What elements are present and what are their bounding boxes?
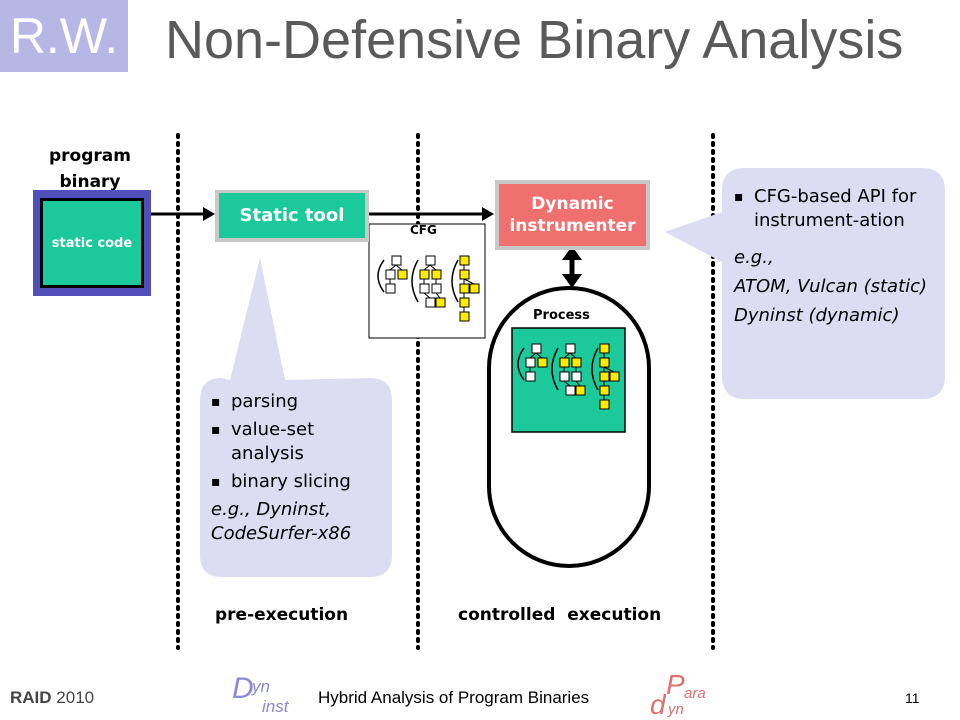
- cfg-loop-edge: [517, 347, 525, 381]
- cfg-label: CFG: [410, 223, 437, 237]
- cfg-node: [531, 343, 542, 354]
- dynamic-bubble-text: CFG-based API for instrument-ation e.g.,…: [734, 185, 934, 330]
- cfg-loop-edge: [377, 259, 385, 293]
- bubble-item-value-set: value-set analysis: [211, 418, 389, 466]
- arrow-tool-to-instrumenter-head: [482, 207, 494, 221]
- cfg-node: [385, 283, 396, 294]
- cfg-edge: [389, 264, 397, 271]
- cfg-edge: [563, 352, 571, 359]
- static-bubble-example: e.g., Dyninst, CodeSurfer-x86: [211, 499, 352, 544]
- arrow-up-head: [562, 246, 582, 260]
- bubble-item-cfg-api: CFG-based API for instrument-ation: [734, 185, 934, 233]
- svg-text:ara: ara: [684, 685, 706, 702]
- cfg-edge: [535, 352, 543, 359]
- cfg-node: [565, 343, 576, 354]
- cfg-node: [419, 269, 430, 280]
- rw-badge: R.W.: [0, 0, 128, 72]
- cfg-node: [431, 283, 442, 294]
- svg-text:yn: yn: [667, 701, 684, 718]
- footer-conference: RAID 2010: [10, 688, 95, 707]
- cfg-node: [419, 283, 430, 294]
- svg-text:yn: yn: [251, 677, 270, 696]
- arrow-down-head: [562, 274, 582, 288]
- cfg-edge: [435, 292, 441, 299]
- cfg-node: [571, 371, 582, 382]
- cfg-node: [391, 255, 402, 266]
- cfg-edge: [569, 352, 577, 359]
- dyninst-logo-icon: D yn inst: [232, 672, 290, 716]
- static-tool-box: Static tool: [219, 193, 365, 238]
- cfg-node: [459, 283, 470, 294]
- static-bubble-text: parsing value-set analysis binary slicin…: [211, 390, 389, 546]
- cfg-node: [599, 385, 610, 396]
- cfg-node: [599, 371, 610, 382]
- phase-pre-execution: pre-execution: [215, 605, 349, 625]
- cfg-node: [525, 357, 536, 368]
- cfg-node: [599, 399, 610, 410]
- svg-text:inst: inst: [262, 697, 290, 716]
- cfg-node: [431, 269, 442, 280]
- cfg-loop-edge: [551, 347, 559, 391]
- cfg-node: [385, 269, 396, 280]
- cfg-edge: [575, 380, 581, 387]
- dynamic-bubble-example-1: e.g.,: [734, 247, 774, 268]
- footer-title: Hybrid Analysis of Program Binaries: [318, 688, 590, 707]
- cfg-node: [599, 357, 610, 368]
- process-label: Process: [533, 308, 590, 323]
- cfg-node: [425, 255, 436, 266]
- static-code-box: static code: [40, 198, 144, 288]
- cfg-edge: [463, 278, 475, 285]
- cfg-loop-edge: [591, 347, 599, 391]
- cfg-node: [435, 297, 446, 308]
- program-binary-label: program binary: [49, 146, 131, 192]
- cfg-edge: [423, 264, 431, 271]
- phase-controlled-execution: controlled execution: [458, 605, 662, 625]
- paradyn-logo-icon: P ara d yn: [650, 669, 706, 718]
- dynamic-bubble-example-2: ATOM, Vulcan (static): [734, 276, 928, 297]
- cfg-node: [425, 297, 436, 308]
- cfg-node: [537, 357, 548, 368]
- bubble-item-parsing: parsing: [211, 390, 389, 414]
- cfg-loop-edge: [451, 259, 459, 303]
- cfg-edge: [429, 264, 437, 271]
- cfg-node: [459, 255, 470, 266]
- arrow-binary-to-tool-head: [203, 207, 215, 221]
- cfg-graphs: [377, 255, 620, 410]
- cfg-node: [469, 283, 480, 294]
- cfg-node: [559, 371, 570, 382]
- cfg-node: [559, 357, 570, 368]
- dynamic-bubble-example-3: Dyninst (dynamic): [734, 305, 900, 326]
- cfg-node: [397, 269, 408, 280]
- cfg-node: [525, 371, 536, 382]
- cfg-node: [459, 297, 470, 308]
- cfg-node: [575, 385, 586, 396]
- svg-text:P: P: [666, 669, 685, 700]
- svg-text:D: D: [232, 672, 254, 705]
- svg-text:d: d: [650, 689, 667, 718]
- cfg-edge: [603, 366, 615, 373]
- cfg-node: [565, 385, 576, 396]
- cfg-node: [459, 269, 470, 280]
- page-number: 11: [905, 690, 920, 706]
- cfg-loop-edge: [411, 259, 419, 303]
- cfg-node: [609, 371, 620, 382]
- cfg-edge: [395, 264, 403, 271]
- cfg-edge: [423, 292, 431, 299]
- slide-title: Non-Defensive Binary Analysis: [165, 10, 904, 70]
- cfg-node: [459, 311, 470, 322]
- bubble-item-slicing: binary slicing: [211, 470, 389, 494]
- cfg-node: [571, 357, 582, 368]
- cfg-edge: [563, 380, 571, 387]
- cfg-node: [599, 343, 610, 354]
- cfg-edge: [529, 352, 537, 359]
- dynamic-instrumenter-box: Dynamic instrumenter: [499, 184, 646, 246]
